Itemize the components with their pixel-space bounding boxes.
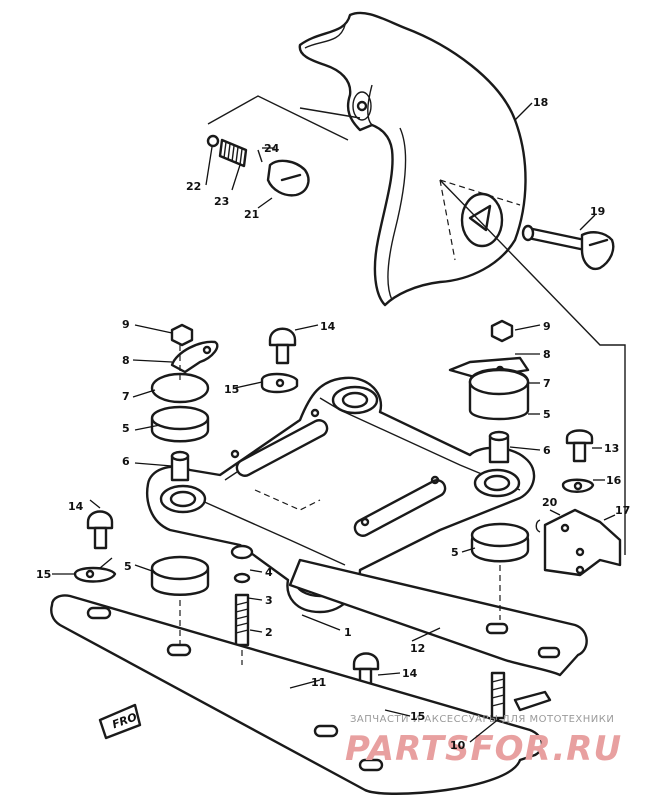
callout-14b: 14 bbox=[68, 500, 84, 513]
watermark-brand: PARTSFOR.RU bbox=[345, 729, 622, 769]
left-mount-stack bbox=[150, 323, 219, 482]
base-plates bbox=[50, 558, 588, 795]
callout-8a: 8 bbox=[122, 354, 130, 367]
callout-8b: 8 bbox=[543, 348, 551, 361]
callout-16: 16 bbox=[606, 474, 622, 487]
callout-7b: 7 bbox=[543, 377, 551, 390]
callout-21: 21 bbox=[244, 208, 259, 221]
callout-14a: 14 bbox=[320, 320, 336, 333]
knob-assembly bbox=[206, 134, 310, 197]
callout-19: 19 bbox=[590, 205, 605, 218]
callout-3: 3 bbox=[265, 594, 273, 607]
callout-9b: 9 bbox=[543, 320, 551, 333]
callout-23: 23 bbox=[214, 195, 229, 208]
lower-right-parts bbox=[343, 522, 530, 720]
callout-12: 12 bbox=[410, 642, 425, 655]
callout-11: 11 bbox=[311, 676, 326, 689]
callout-labels: 1 2 3 4 5 5 5 5 6 6 7 7 8 8 9 9 10 11 12… bbox=[36, 96, 630, 752]
front-direction-marker: FRO bbox=[98, 703, 142, 740]
side-bracket-part bbox=[535, 508, 622, 577]
callout-2: 2 bbox=[265, 626, 273, 639]
callout-15a: 15 bbox=[224, 383, 239, 396]
callout-5c: 5 bbox=[543, 408, 551, 421]
callout-15b: 15 bbox=[36, 568, 51, 581]
callout-20: 20 bbox=[542, 496, 558, 509]
callout-1: 1 bbox=[344, 626, 352, 639]
callout-5b: 5 bbox=[122, 422, 130, 435]
callout-6a: 6 bbox=[122, 455, 130, 468]
callout-9a: 9 bbox=[122, 318, 130, 331]
callout-14c: 14 bbox=[402, 667, 418, 680]
lower-left-parts bbox=[73, 510, 254, 647]
main-frame-part bbox=[146, 376, 536, 614]
seat-cover-part bbox=[298, 11, 527, 307]
callout-15c: 15 bbox=[410, 710, 425, 723]
callout-18: 18 bbox=[533, 96, 548, 109]
callout-4: 4 bbox=[265, 566, 273, 579]
callout-13: 13 bbox=[604, 442, 619, 455]
right-mount-stack bbox=[448, 319, 530, 464]
seat-lock-part bbox=[521, 224, 615, 271]
callout-5a: 5 bbox=[124, 560, 132, 573]
watermark-tagline: ЗАПЧАСТИ И АКСЕССУАРЫ ДЛЯ МОТОТЕХНИКИ bbox=[350, 714, 614, 725]
callout-7a: 7 bbox=[122, 390, 130, 403]
callout-5d: 5 bbox=[451, 546, 459, 559]
bolts-top bbox=[260, 327, 595, 493]
callout-24: 24 bbox=[264, 142, 280, 155]
leader-lines bbox=[52, 102, 616, 743]
watermark: ЗАПЧАСТИ И АКСЕССУАРЫ ДЛЯ МОТОТЕХНИКИ PA… bbox=[345, 714, 622, 769]
callout-6b: 6 bbox=[543, 444, 551, 457]
callout-22: 22 bbox=[186, 180, 201, 193]
callout-10: 10 bbox=[450, 739, 466, 752]
callout-17: 17 bbox=[615, 504, 630, 517]
